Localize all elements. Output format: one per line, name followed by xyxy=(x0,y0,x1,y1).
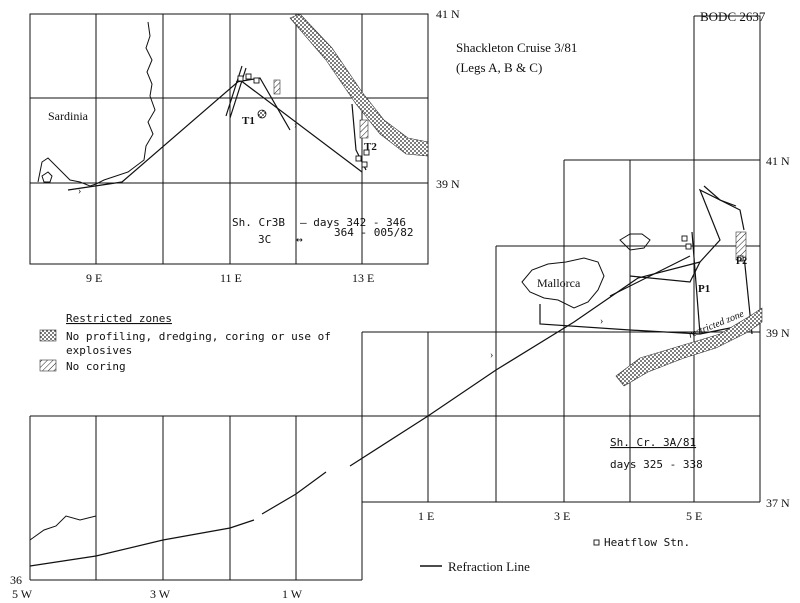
legend-item1-line1: No profiling, dredging, coring or use of xyxy=(66,330,331,343)
leg-c-arrow-icon: ↔ xyxy=(296,233,303,246)
track-arrow: › xyxy=(600,316,603,327)
main-lon-1e: 1 E xyxy=(418,509,434,523)
main-lon-3e: 3 E xyxy=(554,509,570,523)
heatflow-stations-main xyxy=(681,235,744,262)
restricted-zone-inset xyxy=(289,13,429,157)
legend-hatch-swatch xyxy=(39,359,57,372)
legend-item1-line2: explosives xyxy=(66,344,132,357)
main-lat-37: 37 N xyxy=(766,496,790,510)
station-t1-marker xyxy=(257,109,267,119)
heatflow-stations-inset xyxy=(237,73,370,168)
inset-lon-11e: 11 E xyxy=(220,271,242,285)
main-lat-41: 41 N xyxy=(766,154,790,168)
main-lon-5w: 5 W xyxy=(12,587,33,601)
cruise-title: Shackleton Cruise 3/81 xyxy=(456,40,577,55)
sardinia-label: Sardinia xyxy=(48,109,89,123)
mallorca-label: Mallorca xyxy=(537,276,581,290)
legend-title: Restricted zones xyxy=(66,312,172,325)
main-lon-1w: 1 W xyxy=(282,587,303,601)
heatflow-station-icon xyxy=(593,539,600,546)
station-p2-label: P2 xyxy=(736,256,747,267)
inset-map: › › Sardinia T1 T2 Sh. Cr3B — days 342 -… xyxy=(29,7,460,285)
inset-lat-39: 39 N xyxy=(436,177,460,191)
legend-refraction: Refraction Line xyxy=(448,559,530,574)
inset-lon-13e: 13 E xyxy=(352,271,374,285)
station-p1-label: P1 xyxy=(698,283,710,295)
main-grid xyxy=(29,15,761,581)
main-lat-36: 36 xyxy=(10,573,22,587)
no-coring-zone-inset xyxy=(273,79,281,95)
sardinia-islet xyxy=(41,171,53,183)
legend-stipple-swatch xyxy=(39,329,57,342)
track-arrow: › xyxy=(294,120,297,131)
main-lon-3w: 3 W xyxy=(150,587,171,601)
leg-a-code: Sh. Cr. 3A/81 xyxy=(610,436,696,449)
inset-refraction-line xyxy=(225,65,243,117)
sardinia-coastline xyxy=(37,21,156,187)
main-lat-39: 39 N xyxy=(766,326,790,340)
iberia-coastline xyxy=(29,515,97,541)
mallorca-coastline xyxy=(521,257,605,309)
cruise-legs: (Legs A, B & C) xyxy=(456,60,542,75)
legend-item2: No coring xyxy=(66,360,126,373)
legend: Restricted zones No profiling, dredging,… xyxy=(39,312,690,574)
leg-c-code: 3C xyxy=(258,233,271,246)
inset-lon-9e: 9 E xyxy=(86,271,102,285)
main-refraction-line xyxy=(691,231,701,335)
inset-lat-41: 41 N xyxy=(436,7,460,21)
leg-a-days: days 325 - 338 xyxy=(610,458,703,471)
main-refraction-line xyxy=(609,255,691,297)
leg-c-days: 364 - 005/82 xyxy=(334,226,413,239)
station-t2-label: T2 xyxy=(364,141,377,153)
leg-b-days: — days 342 - 346 xyxy=(300,216,406,229)
main-lon-5e: 5 E xyxy=(686,509,702,523)
station-t1-label: T1 xyxy=(242,115,255,127)
no-coring-zone-inset xyxy=(359,119,369,139)
inset-refraction-line xyxy=(229,67,247,119)
main-cruise-track: › › xyxy=(29,185,761,567)
menorca-coastline xyxy=(619,233,651,251)
restricted-zone-main xyxy=(615,307,763,387)
legend-heatflow: Heatflow Stn. xyxy=(604,536,690,549)
leg-b-code: Sh. Cr3B xyxy=(232,216,285,229)
inset-track-2 xyxy=(235,77,291,131)
track-arrow: › xyxy=(78,186,81,197)
track-arrow: › xyxy=(490,350,493,361)
inset-track xyxy=(67,79,363,191)
